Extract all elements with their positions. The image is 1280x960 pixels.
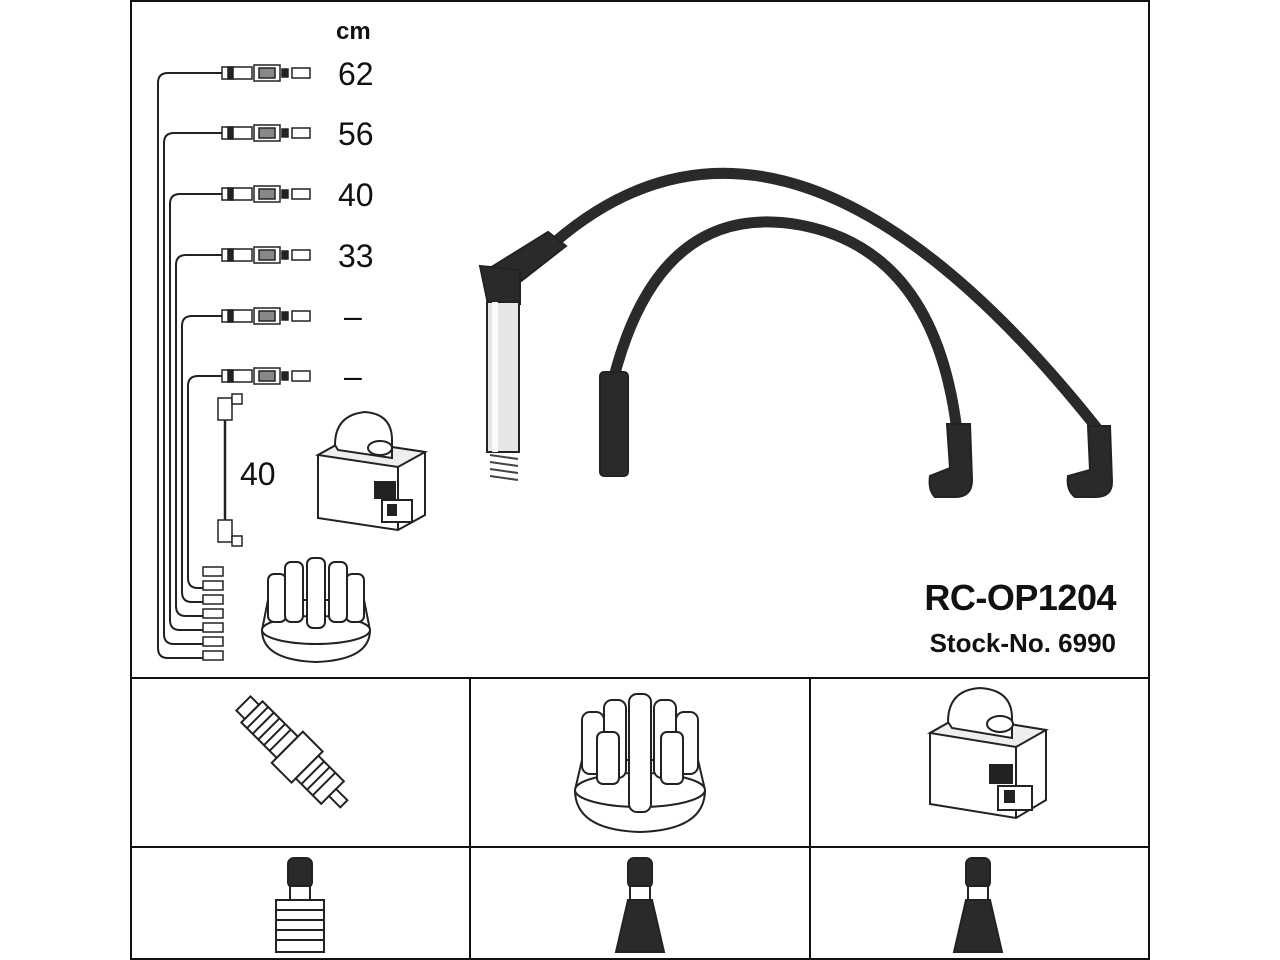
cable-connector <box>221 367 311 385</box>
distributor-cap-small-icon <box>260 557 372 664</box>
cable-connector <box>221 246 311 264</box>
cable-length-label: 40 <box>338 177 374 213</box>
cable-bundle <box>157 72 222 659</box>
cable-length-label: 62 <box>338 56 374 92</box>
cable-length-label: 33 <box>338 238 374 274</box>
cable-length-label: – <box>344 358 362 394</box>
distributor-terminal-icon <box>614 857 666 953</box>
spark-plug-terminal-icon <box>275 857 325 953</box>
frame-border <box>130 0 1150 960</box>
coil-cable-length-label: 40 <box>240 456 276 492</box>
cable-connectors <box>221 64 311 385</box>
cable-end-terminals <box>202 566 224 661</box>
ignition-cables-center <box>549 167 1106 438</box>
cable-connector <box>221 185 311 203</box>
product-code: RC-OP1204 <box>924 577 1116 618</box>
cable-connector <box>221 64 311 82</box>
coil-terminal-icon <box>952 857 1004 953</box>
cable-length-label: 56 <box>338 116 374 152</box>
unit-label: cm <box>336 18 371 45</box>
coil-cable <box>217 393 243 547</box>
spark-plug-icon <box>234 694 349 809</box>
cable-connector <box>221 124 311 142</box>
cable-boots-right <box>599 371 1114 498</box>
ignition-coil-small-icon <box>314 410 429 532</box>
stock-number: Stock-No. 6990 <box>929 628 1116 658</box>
ignition-coil-icon <box>927 686 1049 820</box>
cable-length-label: – <box>344 298 362 334</box>
distributor-cap-icon <box>573 693 707 834</box>
cable-connector <box>221 307 311 325</box>
spark-plug-boot <box>478 230 568 481</box>
